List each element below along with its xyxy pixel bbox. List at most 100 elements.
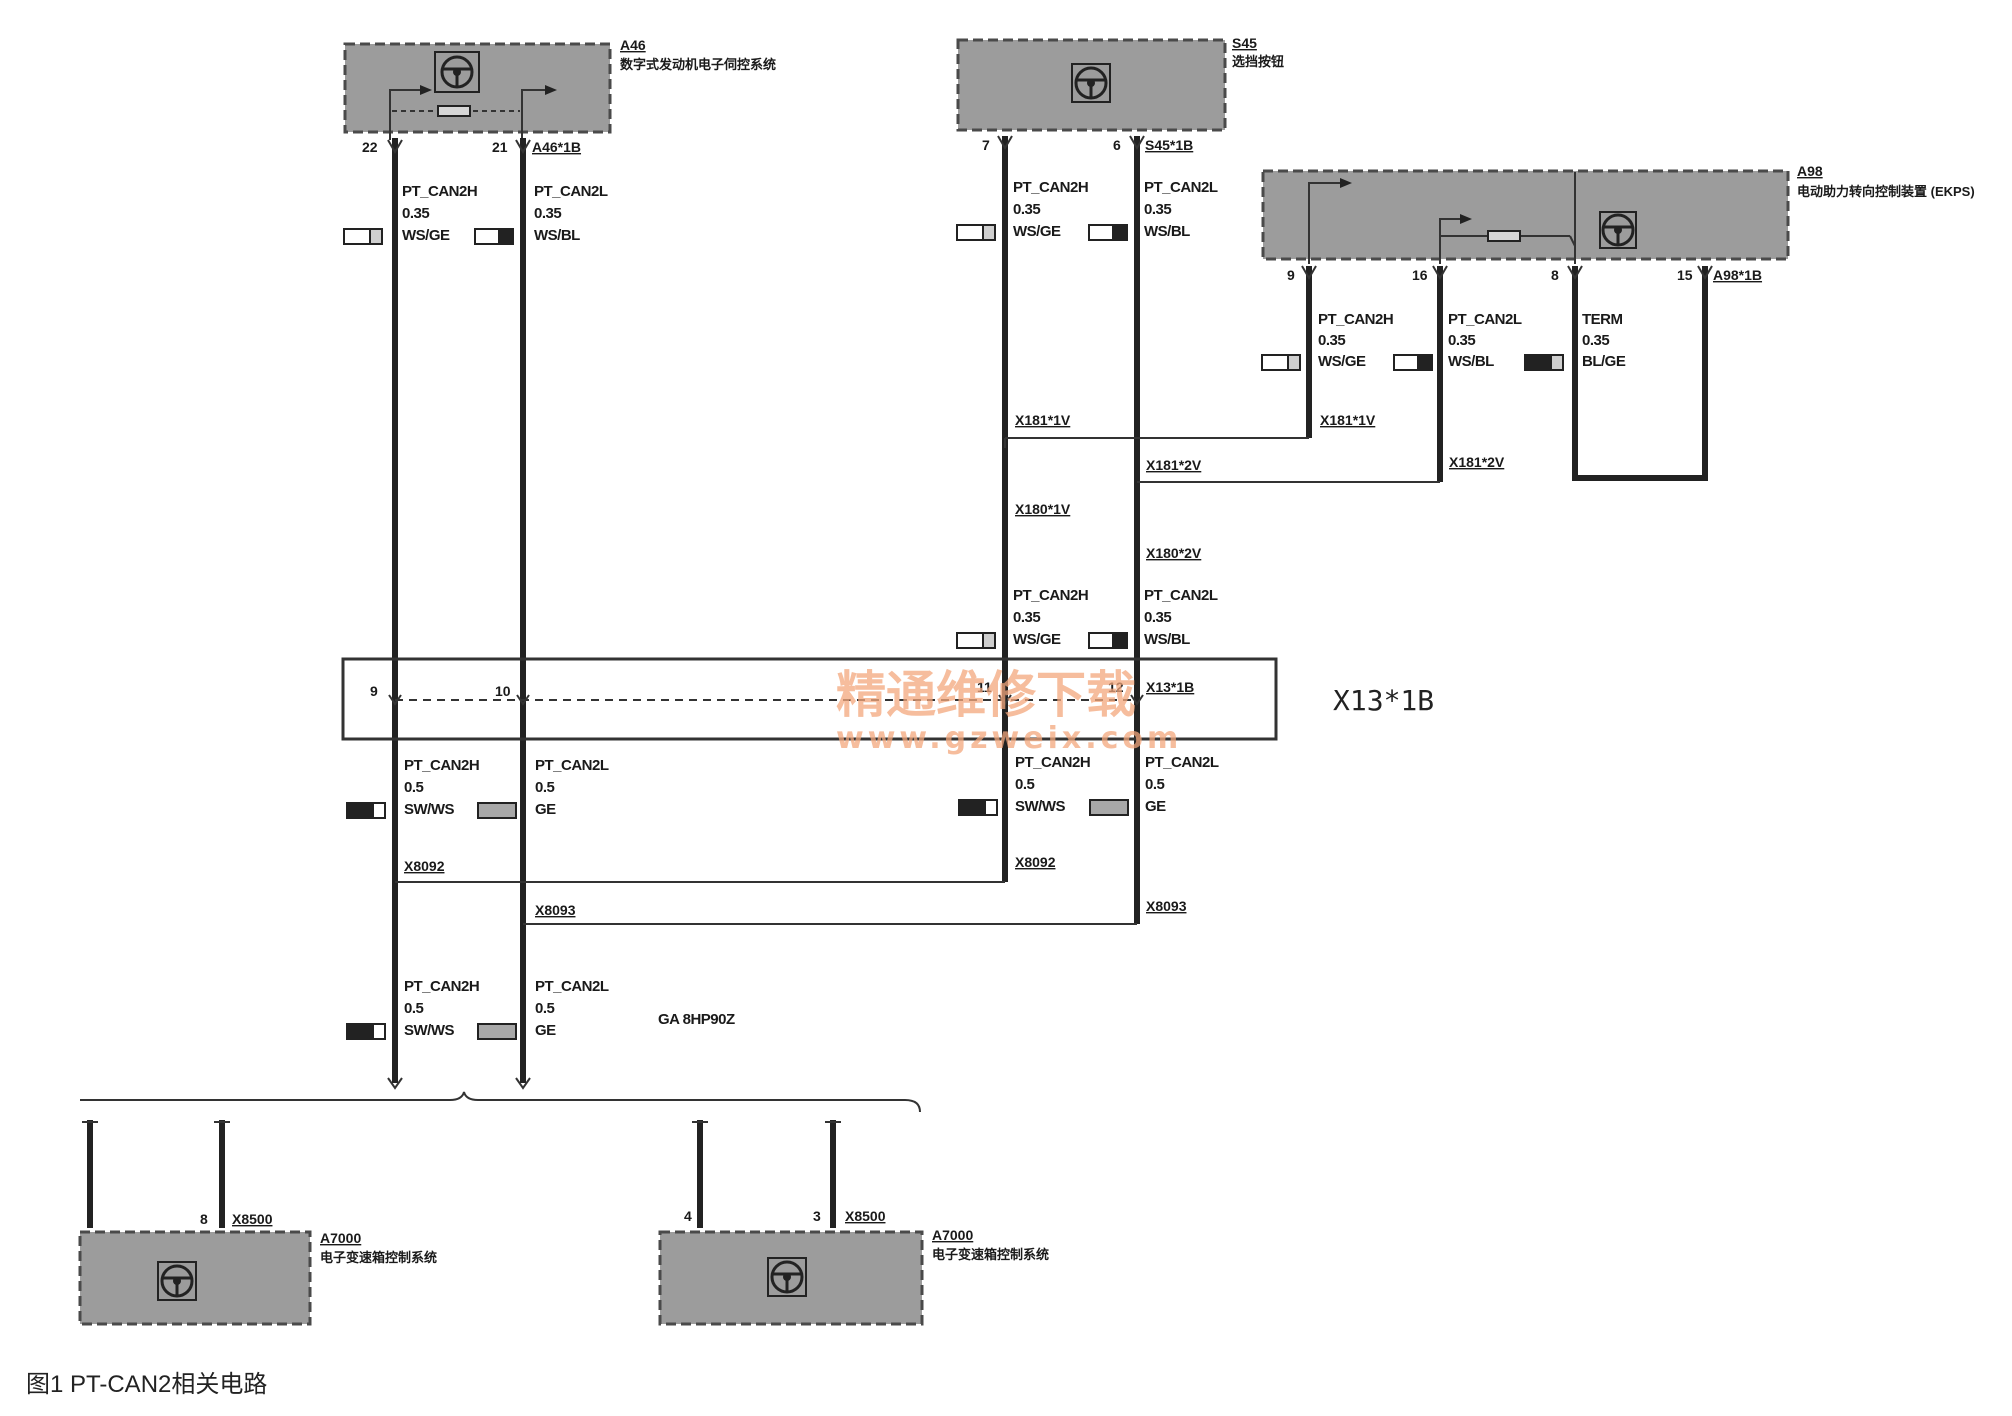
- label-size: 0.35: [1144, 609, 1171, 626]
- splice-x181-1v-right: X181*1V: [1320, 412, 1376, 428]
- splice-x181-2v-right: X181*2V: [1449, 454, 1505, 470]
- label-can2h: PT_CAN2H: [1013, 587, 1088, 604]
- color-swatches: [343, 224, 1564, 1040]
- label-color: SW/WS: [1015, 798, 1065, 815]
- splice-x180-2v: X180*2V: [1146, 545, 1202, 561]
- a46-pin-21: 21: [492, 139, 508, 155]
- label-color: WS/GE: [402, 227, 450, 244]
- label-color: WS/GE: [1013, 631, 1061, 648]
- label-can2h: PT_CAN2H: [404, 978, 479, 995]
- a46-connector: A46*1B: [532, 139, 581, 155]
- swatch-ge: [477, 1023, 517, 1040]
- x13-connector-small: X13*1B: [1146, 679, 1194, 695]
- module-a98-id: A98: [1797, 163, 1823, 179]
- module-a46-name: 数字式发动机电子伺控系统: [620, 57, 776, 72]
- module-a7000-right: 4 3 X8500 A7000 电子变速箱控制系统: [658, 1208, 1049, 1326]
- label-size: 0.35: [1582, 332, 1609, 349]
- module-s45: S45 选挡按钮 7 6 S45*1B: [956, 35, 1284, 153]
- module-a46-id: A46: [620, 37, 646, 53]
- label-size: 0.5: [404, 779, 424, 796]
- module-s45-name: 选挡按钮: [1232, 54, 1284, 69]
- watermark: 精通维修下载 www.gzweix.com: [836, 666, 1182, 756]
- swatch-ws-bl: [1088, 632, 1128, 649]
- module-a98: A98 电动助力转向控制装置 (EKPS) 9 16 8 15 A98*1B: [1261, 163, 1975, 283]
- label-can2l: PT_CAN2L: [535, 978, 609, 995]
- module-a7000-right-name: 电子变速箱控制系统: [932, 1247, 1049, 1262]
- module-a7000-left-name: 电子变速箱控制系统: [320, 1250, 437, 1265]
- s45-connector: S45*1B: [1145, 137, 1193, 153]
- swatch-bl-ge: [1524, 354, 1564, 371]
- label-color: WS/BL: [1448, 353, 1494, 370]
- label-color: SW/WS: [404, 1022, 454, 1039]
- swatch-ws-ge: [1261, 354, 1301, 371]
- x13-pin-9: 9: [370, 683, 378, 699]
- splice-x181-2v: X181*2V: [1146, 457, 1202, 473]
- label-size: 0.35: [1448, 332, 1475, 349]
- module-a7000-right-id: A7000: [932, 1227, 973, 1243]
- label-can2h: PT_CAN2H: [1015, 754, 1090, 771]
- label-color: GE: [535, 1022, 556, 1039]
- watermark-url: www.gzweix.com: [836, 721, 1182, 756]
- label-color: WS/BL: [1144, 223, 1190, 240]
- figure-caption: 图1 PT-CAN2相关电路: [26, 1371, 267, 1398]
- module-a98-name: 电动助力转向控制装置 (EKPS): [1797, 184, 1975, 199]
- a7000-right-pin-3: 3: [813, 1208, 821, 1224]
- a98-pin-9: 9: [1287, 267, 1295, 283]
- swatch-ge: [477, 802, 517, 819]
- label-color: GE: [535, 801, 556, 818]
- label-can2l: PT_CAN2L: [1448, 311, 1522, 328]
- label-color: WS/BL: [534, 227, 580, 244]
- a98-pin-16: 16: [1412, 267, 1428, 283]
- label-can2h: PT_CAN2H: [1013, 179, 1088, 196]
- label-size: 0.5: [535, 1000, 555, 1017]
- label-can2l: PT_CAN2L: [1144, 587, 1218, 604]
- label-color: WS/GE: [1318, 353, 1366, 370]
- label-can2l: PT_CAN2L: [1144, 179, 1218, 196]
- a7000-left-connector: X8500: [232, 1211, 273, 1227]
- label-size: 0.35: [534, 205, 561, 222]
- a7000-right-connector: X8500: [845, 1208, 886, 1224]
- label-size: 0.35: [1013, 609, 1040, 626]
- label-color: GE: [1145, 798, 1166, 815]
- label-size: 0.5: [1145, 776, 1165, 793]
- splice-x8093-left: X8093: [535, 902, 576, 918]
- x13-connector-label: X13*1B: [1333, 684, 1434, 717]
- wire-labels: PT_CAN2H 0.35 WS/GE PT_CAN2L 0.35 WS/BL …: [402, 179, 1626, 1039]
- label-color: WS/GE: [1013, 223, 1061, 240]
- splices: X181*1V X181*1V X181*2V X181*2V X180*1V …: [395, 412, 1505, 925]
- label-size: 0.35: [1318, 332, 1345, 349]
- swatch-sw-ws: [958, 799, 998, 816]
- swatch-sw-ws: [346, 1023, 386, 1040]
- swatch-ge: [1089, 799, 1129, 816]
- a7000-left-pin-8: 8: [200, 1211, 208, 1227]
- label-can2h: PT_CAN2H: [402, 183, 477, 200]
- a98-pin-15: 15: [1677, 267, 1693, 283]
- s45-pin-6: 6: [1113, 137, 1121, 153]
- module-a46: A46 数字式发动机电子伺控系统 22 21 A46*1B: [343, 37, 776, 155]
- a46-pin-22: 22: [362, 139, 378, 155]
- swatch-ws-ge: [956, 632, 996, 649]
- swatch-ws-ge: [343, 228, 383, 245]
- splice-x8093-right: X8093: [1146, 898, 1187, 914]
- label-size: 0.35: [1013, 201, 1040, 218]
- label-can2l: PT_CAN2L: [535, 757, 609, 774]
- label-size: 0.5: [1015, 776, 1035, 793]
- label-size: 0.5: [535, 779, 555, 796]
- module-a7000-left: 8 X8500 A7000 电子变速箱控制系统: [78, 1211, 437, 1326]
- a98-pin-8: 8: [1551, 267, 1559, 283]
- x13-pin-10: 10: [495, 683, 511, 699]
- label-color: BL/GE: [1582, 353, 1626, 370]
- splice-x180-1v: X180*1V: [1015, 501, 1071, 517]
- module-a7000-left-id: A7000: [320, 1230, 361, 1246]
- swatch-ws-bl: [1393, 354, 1433, 371]
- a98-connector: A98*1B: [1713, 267, 1762, 283]
- brace: [80, 1091, 921, 1113]
- wire-term-a98: [1572, 266, 1708, 481]
- a7000-right-pin-4: 4: [684, 1208, 692, 1224]
- label-size: 0.5: [404, 1000, 424, 1017]
- label-color: SW/WS: [404, 801, 454, 818]
- watermark-title: 精通维修下载: [836, 666, 1136, 724]
- x13-pin-12: 12: [1108, 679, 1124, 695]
- label-term: TERM: [1582, 311, 1623, 328]
